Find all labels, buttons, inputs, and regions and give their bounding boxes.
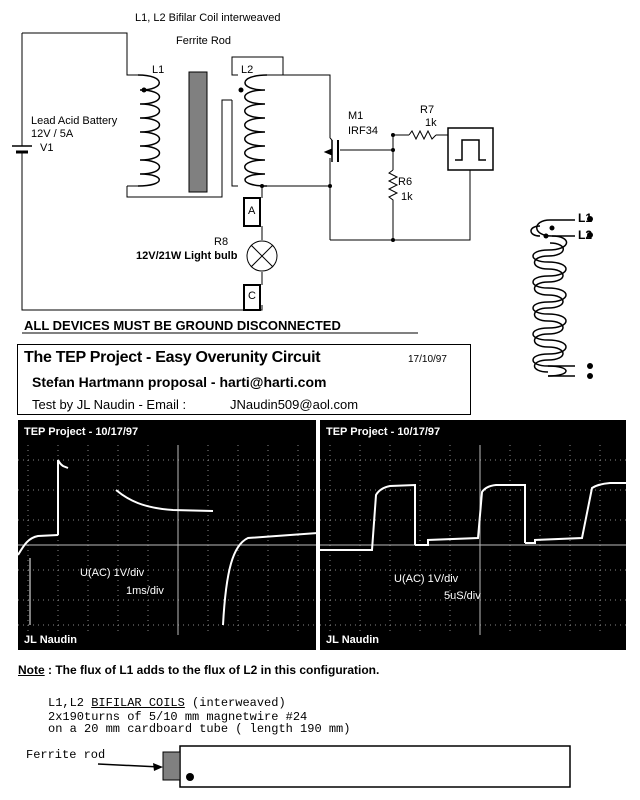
coil-spec-underlined: BIFILAR COILS bbox=[91, 696, 185, 710]
battery-rating: 12V / 5A bbox=[31, 128, 74, 140]
rod-label: Ferrite rod bbox=[26, 748, 106, 762]
note-prefix: Note bbox=[18, 663, 45, 677]
coil-spec-post: (interweaved) bbox=[184, 696, 286, 710]
mosfet-part: IRF34 bbox=[348, 125, 378, 137]
r7-ref: R7 bbox=[420, 104, 435, 116]
circuit-schematic bbox=[12, 32, 593, 379]
mosfet-ref: M1 bbox=[348, 110, 364, 122]
mosfet-symbol bbox=[323, 137, 339, 162]
scope-right-credit: JL Naudin bbox=[326, 634, 379, 646]
battery-name: Lead Acid Battery bbox=[31, 115, 118, 127]
ferrite-core bbox=[188, 71, 208, 193]
r6-resistor bbox=[387, 169, 399, 205]
scope-left-time: 1ms/div bbox=[126, 585, 164, 597]
r6-value: 1k bbox=[401, 191, 413, 203]
scope-right-volt: U(AC) 1V/div bbox=[394, 573, 459, 585]
r7-resistor bbox=[408, 129, 437, 141]
l2-label: L2 bbox=[241, 64, 254, 76]
proposal-line: Stefan Hartmann proposal - harti@harti.c… bbox=[32, 374, 327, 390]
light-bulb bbox=[246, 240, 278, 272]
scope-left: TEP Project - 10/17/97 U(AC) 1V/div 1ms/… bbox=[18, 420, 316, 650]
coil-title: L1, L2 Bifilar Coil interweaved bbox=[135, 12, 281, 24]
coil-spec-line3: on a 20 mm cardboard tube ( length 190 m… bbox=[48, 722, 351, 736]
project-title: The TEP Project - Easy Overunity Circuit bbox=[24, 349, 321, 366]
scope-right: TEP Project - 10/17/97 U(AC) 1V/div 5uS/… bbox=[320, 420, 626, 650]
l1-coil bbox=[137, 74, 161, 187]
battery-ref: V1 bbox=[40, 142, 54, 154]
title-box: The TEP Project - Easy Overunity Circuit… bbox=[17, 344, 471, 415]
l2-coil bbox=[244, 74, 268, 187]
ferrite-rod-end bbox=[162, 751, 181, 781]
ferrite-label: Ferrite Rod bbox=[176, 35, 232, 47]
scope-right-header: TEP Project - 10/17/97 bbox=[326, 426, 441, 438]
coil-spec-pre: L1,L2 bbox=[48, 696, 92, 710]
probe-c-box bbox=[243, 284, 261, 311]
side-bifilar-coil bbox=[530, 219, 575, 377]
r6-ref: R6 bbox=[398, 176, 413, 188]
project-date: 17/10/97 bbox=[408, 354, 447, 365]
cardboard-tube bbox=[179, 745, 571, 788]
r8-ref: R8 bbox=[214, 236, 229, 248]
probe-c-label: C bbox=[248, 290, 256, 302]
side-l1-label: L1 bbox=[578, 211, 593, 225]
note-text: : The flux of L1 adds to the flux of L2 … bbox=[44, 663, 380, 677]
scope-left-header: TEP Project - 10/17/97 bbox=[24, 426, 139, 438]
l1-label: L1 bbox=[152, 64, 165, 76]
coil-spec-line2: 2x190turns of 5/10 mm magnetwire #24 bbox=[48, 710, 308, 724]
r7-value: 1k bbox=[425, 117, 437, 129]
pulse-generator bbox=[447, 127, 494, 171]
scope-left-credit: JL Naudin bbox=[24, 634, 77, 646]
probe-a-label: A bbox=[248, 205, 256, 217]
probe-a-box bbox=[243, 197, 261, 227]
scope-right-grid bbox=[320, 445, 626, 635]
coil-start-dot bbox=[186, 773, 194, 781]
scope-left-volt: U(AC) 1V/div bbox=[80, 567, 145, 579]
ground-warning: ALL DEVICES MUST BE GROUND DISCONNECTED bbox=[24, 318, 341, 333]
bulb-label: 12V/21W Light bulb bbox=[136, 250, 238, 262]
email: JNaudin509@aol.com bbox=[230, 397, 359, 412]
scope-left-grid bbox=[18, 445, 316, 635]
ferrite-rod-drawing bbox=[97, 745, 571, 788]
flux-note: Note : The flux of L1 adds to the flux o… bbox=[18, 663, 379, 677]
coil-spec-line1: L1,L2 BIFILAR COILS (interweaved) bbox=[48, 696, 286, 710]
test-by-line: Test by JL Naudin - Email : bbox=[32, 397, 187, 412]
scope-right-time: 5uS/div bbox=[444, 590, 481, 602]
side-l2-label: L2 bbox=[578, 228, 593, 242]
